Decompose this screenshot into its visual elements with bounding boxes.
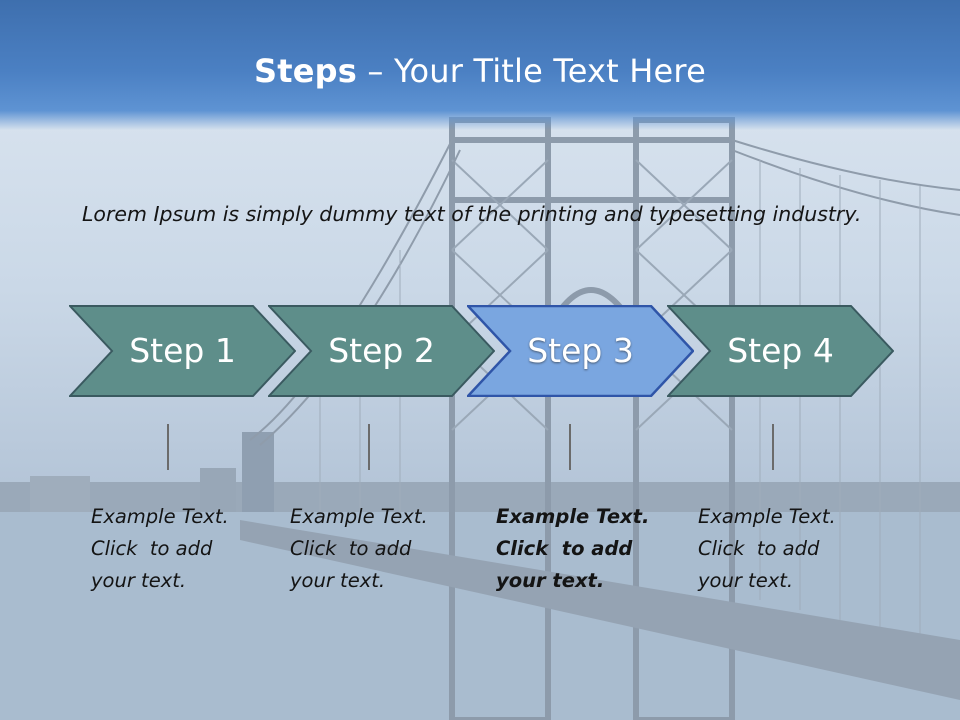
chevron-shape-4 xyxy=(667,305,894,397)
step-3-line-2: Click to add xyxy=(496,537,633,560)
step-2-line-1: Example Text. xyxy=(290,505,428,528)
title-rest: – Your Title Text Here xyxy=(357,52,706,90)
step-chevron-2[interactable]: Step 2 xyxy=(268,305,495,397)
step-description-3[interactable]: Example Text. Click to add your text. xyxy=(496,501,676,597)
step-1-line-3: your text. xyxy=(91,569,187,592)
chevron-shape-1 xyxy=(69,305,296,397)
chevron-shape-3 xyxy=(467,305,694,397)
title-band xyxy=(0,0,960,130)
step-label-4: Step 4 xyxy=(727,331,834,370)
step-chevron-1[interactable]: Step 1 xyxy=(69,305,296,397)
step-chevron-3[interactable]: Step 3 xyxy=(467,305,694,397)
step-2-line-3: your text. xyxy=(290,569,386,592)
step-description-4[interactable]: Example Text. Click to add your text. xyxy=(698,501,878,597)
slide-title[interactable]: Steps – Your Title Text Here xyxy=(0,52,960,90)
step-description-2[interactable]: Example Text. Click to add your text. xyxy=(290,501,470,597)
connector-line-1 xyxy=(167,424,169,470)
connector-line-2 xyxy=(368,424,370,470)
step-4-line-2: Click to add xyxy=(698,537,820,560)
step-label-2: Step 2 xyxy=(328,331,435,370)
step-1-line-2: Click to add xyxy=(91,537,213,560)
connector-line-3 xyxy=(569,424,571,470)
intro-text[interactable]: Lorem Ipsum is simply dummy text of the … xyxy=(82,202,862,226)
step-1-line-1: Example Text. xyxy=(91,505,229,528)
step-3-line-3: your text. xyxy=(496,569,605,592)
step-4-line-3: your text. xyxy=(698,569,794,592)
step-3-line-1: Example Text. xyxy=(496,505,650,528)
step-description-1[interactable]: Example Text. Click to add your text. xyxy=(91,501,271,597)
step-chevron-4[interactable]: Step 4 xyxy=(667,305,894,397)
step-2-line-2: Click to add xyxy=(290,537,412,560)
step-label-1: Step 1 xyxy=(129,331,236,370)
connector-line-4 xyxy=(772,424,774,470)
title-bold-part: Steps xyxy=(254,52,358,90)
chevron-shape-2 xyxy=(268,305,495,397)
step-4-line-1: Example Text. xyxy=(698,505,836,528)
step-label-3: Step 3 xyxy=(527,331,634,370)
